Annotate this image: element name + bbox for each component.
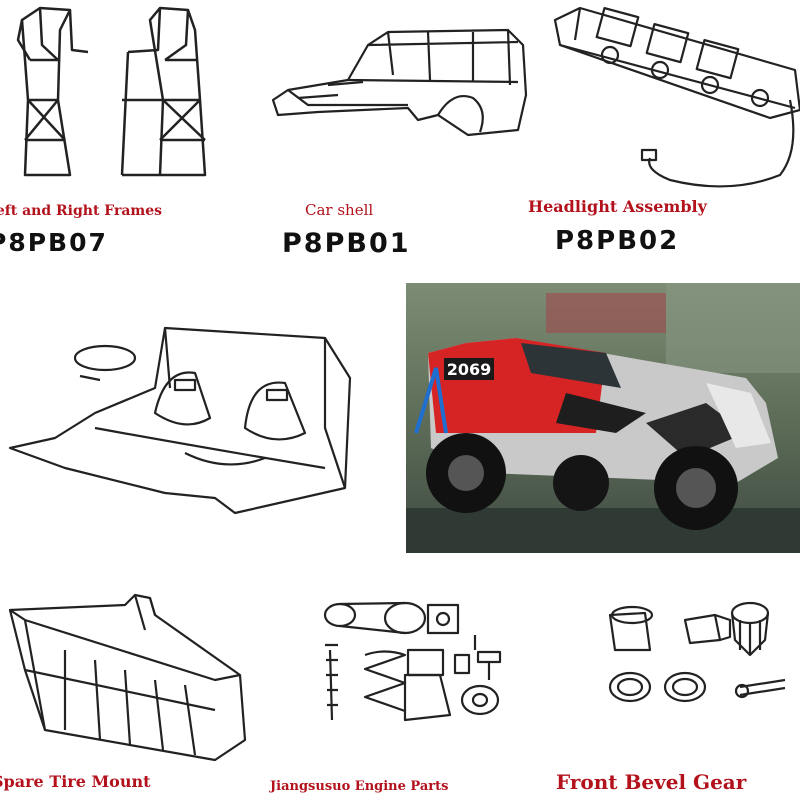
caption-frames: Left and Right Frames [0,203,163,219]
partno-headlight: P8PB02 [555,226,680,256]
caption-engine-parts: Jiangsusuo Engine Parts [270,779,449,794]
interior-seats-tray-icon [8,326,352,515]
caption-car-shell: Car shell [305,201,374,219]
product-photo: 2069 [406,283,800,553]
partno-car-shell: P8PB01 [282,228,411,259]
roll-cage-frames-icon [16,6,207,177]
bevel-gear-icon [608,601,786,703]
caption-headlight: Headlight Assembly [528,197,707,216]
caption-spare-tire: Spare Tire Mount [0,772,151,791]
caption-bevel-gear: Front Bevel Gear [556,770,747,794]
partno-frames: P8PB07 [0,228,108,257]
product-photo-image: 2069 [406,283,800,553]
number-plate: 2069 [447,360,492,379]
car-shell-icon [271,28,528,137]
engine-parts-icon [323,601,502,722]
headlight-assembly-icon [553,6,800,188]
spare-tire-mount-icon [8,593,247,762]
